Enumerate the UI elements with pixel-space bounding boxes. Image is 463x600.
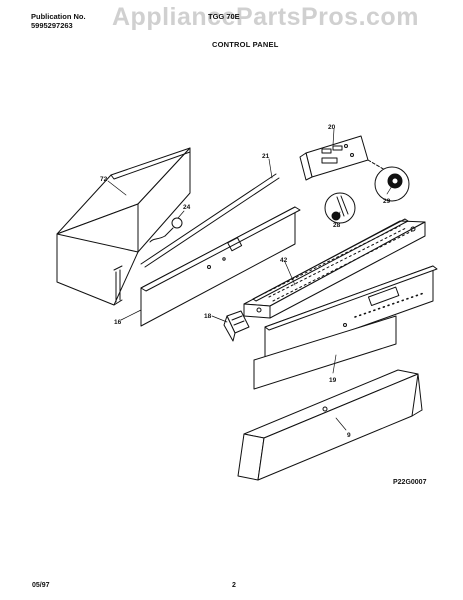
- control-panel-face: [264, 265, 438, 362]
- part-42-vent-bracket: [243, 218, 426, 319]
- watermark: AppliancePartsPros.com: [112, 3, 419, 31]
- callout-28: 28: [333, 222, 341, 229]
- callout-19: 19: [329, 377, 337, 384]
- footer-date: 05/97: [32, 582, 50, 589]
- footer-page-number: 2: [232, 582, 236, 589]
- callout-42: 42: [280, 257, 288, 264]
- callout-18: 18: [204, 313, 212, 320]
- callout-29: 29: [383, 198, 391, 205]
- part-24-switch: [149, 217, 183, 243]
- section-title: CONTROL PANEL: [212, 40, 279, 49]
- part-19-overlay: [253, 315, 397, 390]
- drawing-id: P22G0007: [393, 479, 427, 486]
- leader-lines: [107, 128, 393, 431]
- part-18-clip: [223, 310, 250, 342]
- callout-24: 24: [183, 204, 191, 211]
- part-21-rod: [140, 173, 280, 268]
- publication-label: Publication No.: [31, 12, 86, 21]
- part-29-knob: [374, 166, 410, 202]
- callout-20: 20: [328, 124, 336, 131]
- callout-16: 16: [114, 319, 122, 326]
- part-16-trim-panel: [140, 206, 301, 327]
- part-20-control-board: [299, 135, 386, 181]
- callout-72: 72: [100, 176, 108, 183]
- publication-block: Publication No. 5995297263: [31, 12, 86, 30]
- model-number: TGG 70E: [208, 12, 240, 21]
- callout-21: 21: [262, 153, 270, 160]
- callout-labels: 72 24 21 20 28 29 42 16 18 19 9: [100, 124, 391, 439]
- part-72-box: [56, 147, 191, 306]
- publication-number: 5995297263: [31, 21, 73, 30]
- part-9-support: [237, 369, 423, 481]
- callout-9: 9: [347, 432, 351, 439]
- part-28-knob-stem: [324, 192, 356, 224]
